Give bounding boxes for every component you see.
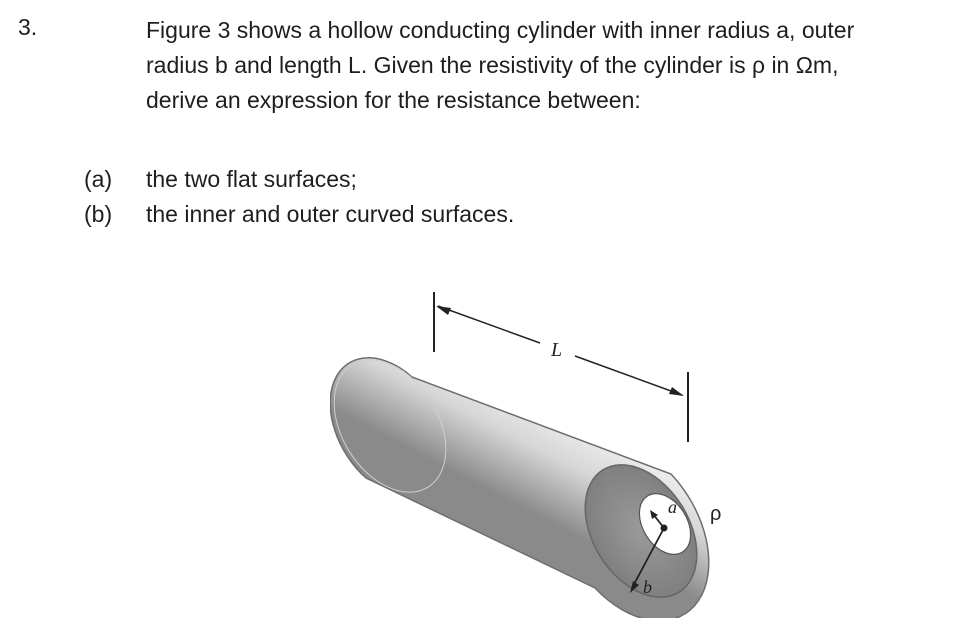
cylinder-inner-hole: [638, 493, 692, 555]
dimension-arrowhead: [436, 306, 451, 315]
inner-radius-arrowhead: [650, 510, 658, 519]
length-label: L: [550, 339, 562, 361]
question-number: 3.: [18, 14, 38, 40]
stem-line: Figure 3 shows a hollow conducting cylin…: [146, 17, 855, 43]
outer-radius-arrowhead: [630, 581, 639, 593]
inner-radius-label: a: [668, 497, 677, 517]
outer-radius-label: b: [643, 577, 652, 597]
cylinder-back-end: [333, 359, 447, 493]
part-label: (b): [84, 201, 113, 227]
cylinder-diagram: L a b ρ: [330, 292, 721, 618]
part-label: (a): [84, 166, 113, 192]
question-parts: (a) the two flat surfaces; (b) the inner…: [84, 162, 514, 232]
resistivity-label: ρ: [710, 503, 721, 525]
part-text: the two flat surfaces;: [146, 166, 357, 192]
dimension-line: [437, 305, 541, 344]
dimension-line: [574, 355, 683, 396]
stem-line: derive an expression for the resistance …: [146, 87, 641, 113]
dimension-arrowhead: [669, 387, 684, 396]
part-text: the inner and outer curved surfaces.: [146, 201, 515, 227]
outer-radius-line: [631, 527, 665, 589]
question-stem: Figure 3 shows a hollow conducting cylin…: [146, 13, 971, 118]
stem-line: radius b and length L. Given the resisti…: [146, 52, 839, 78]
part-b: (b) the inner and outer curved surfaces.: [84, 197, 514, 232]
part-a: (a) the two flat surfaces;: [84, 162, 514, 197]
hollow-cylinder-figure: L a b ρ: [330, 282, 770, 618]
